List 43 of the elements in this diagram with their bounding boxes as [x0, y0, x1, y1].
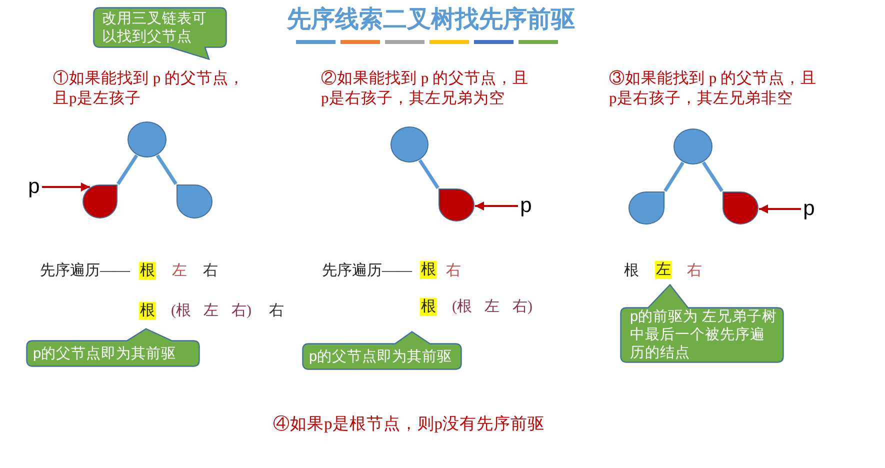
- highlighted-token: 根: [420, 298, 437, 316]
- traversal-token: 右: [446, 262, 461, 281]
- highlighted-token: 根: [139, 262, 156, 280]
- tree-edge: [418, 159, 440, 189]
- traversal-label: 先序遍历——: [322, 261, 412, 281]
- target-tree-node: [438, 188, 475, 222]
- title: 先序线索二叉树找先序前驱: [287, 5, 575, 35]
- case-description: ①如果能找到 p 的父节点，且p是左孩子: [53, 69, 245, 109]
- subtree-traversal: (根 左 右): [452, 298, 532, 317]
- tree-node: [390, 126, 429, 163]
- traversal-token: 右: [203, 262, 218, 281]
- traversal-label: 先序遍历——: [40, 261, 130, 281]
- traversal-token: 右: [269, 302, 284, 321]
- tree-node: [176, 184, 213, 219]
- traversal-token: 左: [172, 262, 187, 281]
- case-description: ②如果能找到 p 的父节点，且p是右孩子，其左兄弟为空: [321, 69, 529, 109]
- traversal-token: 根: [624, 262, 639, 281]
- case-description: ③如果能找到 p 的父节点，且p是右孩子，其左兄弟非空: [609, 69, 817, 109]
- pointer-label: p: [26, 174, 42, 200]
- target-tree-node: [722, 191, 759, 225]
- tree-node: [127, 121, 167, 158]
- highlighted-token: 根: [420, 261, 437, 279]
- tree-node: [673, 128, 713, 165]
- highlighted-token: 根: [139, 302, 156, 320]
- pointer-label: p: [518, 193, 534, 219]
- callout: p的父节点即为其前驱: [26, 328, 201, 368]
- tree-node: [628, 191, 665, 225]
- target-tree-node: [82, 184, 118, 219]
- case-description: ④如果p是根节点，则p没有先序前驱: [273, 414, 544, 434]
- pointer-arrow: [42, 182, 90, 192]
- tree-edge: [702, 161, 724, 192]
- tree-edge: [664, 162, 684, 192]
- callout: p的前驱为 左兄弟子树中最后一个被先序遍历的结点: [620, 284, 785, 364]
- callout: p的父节点即为其前驱: [302, 331, 463, 371]
- tree-edge: [156, 154, 178, 185]
- pointer-arrow: [475, 202, 518, 210]
- callout: 改用三叉链表可以找到父节点: [93, 7, 230, 62]
- subtree-traversal: (根 左 右): [171, 302, 252, 321]
- tree-edge: [116, 154, 138, 185]
- highlighted-token: 左: [655, 261, 672, 279]
- pointer-label: p: [801, 196, 817, 222]
- traversal-token: 右: [687, 262, 702, 281]
- pointer-arrow: [759, 204, 801, 214]
